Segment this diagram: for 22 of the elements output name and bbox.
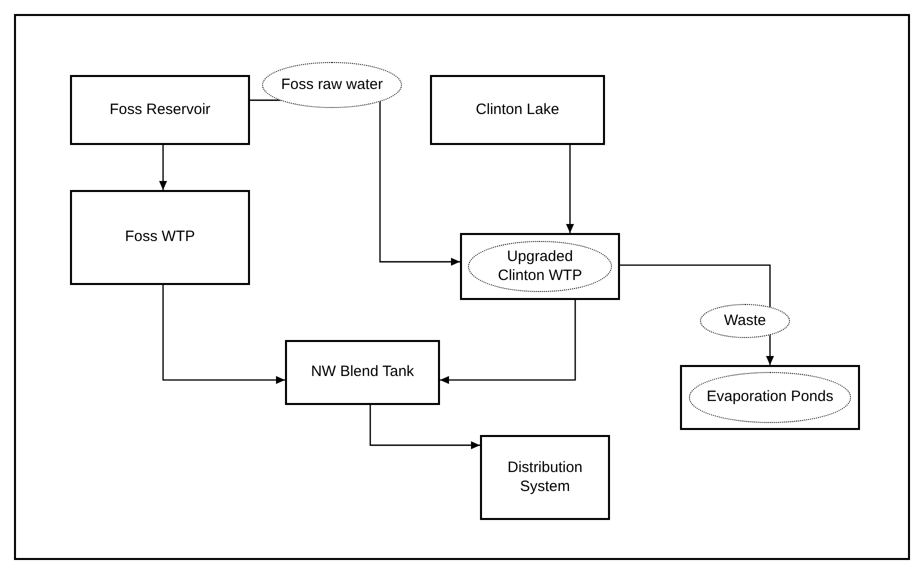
node-label: Distribution System	[506, 458, 584, 496]
node-label: Clinton Lake	[474, 100, 560, 120]
arrow	[620, 264, 774, 365]
node-label: Foss Reservoir	[108, 100, 212, 120]
node-label: NW Blend Tank	[310, 363, 416, 382]
arrow	[159, 145, 168, 190]
arrow	[162, 285, 285, 384]
arrow	[370, 405, 480, 450]
edge-label: Waste	[700, 304, 790, 338]
process-box	[430, 75, 605, 145]
process-box	[285, 340, 440, 405]
process-box	[460, 233, 620, 300]
node-label: Evaporation Ponds	[689, 372, 851, 422]
arrow	[566, 145, 574, 233]
arrow	[440, 300, 576, 384]
edge-label: Foss raw water	[262, 62, 402, 108]
process-box	[70, 190, 250, 285]
process-box	[680, 365, 860, 430]
process-box	[70, 75, 250, 145]
node-label: Foss WTP	[124, 228, 196, 247]
process-box	[480, 435, 610, 520]
node-label: Upgraded Clinton WTP	[468, 240, 612, 292]
